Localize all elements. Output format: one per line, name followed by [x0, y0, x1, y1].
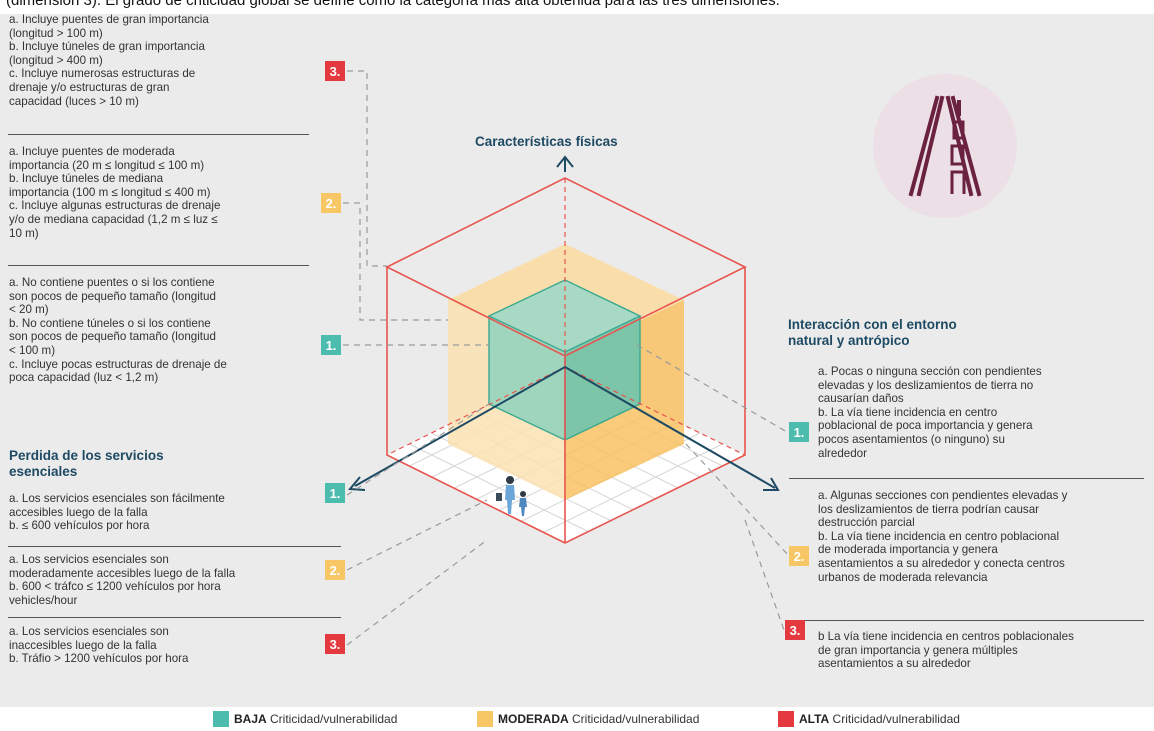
fisicas-level3-text: a. Incluye puentes de gran importancia (…	[9, 13, 209, 108]
top-caption: (dimensión 3). El grado de criticidad gl…	[6, 0, 780, 9]
legend-swatch-moderada	[477, 711, 493, 727]
legend-alta-rest: Criticidad/vulnerabilidad	[829, 712, 960, 726]
legend-swatch-baja	[213, 711, 229, 727]
fisicas-level2-text: a. Incluye puentes de moderada importanc…	[9, 145, 221, 240]
divider	[8, 617, 341, 618]
legend-baja-strong: BAJA	[234, 712, 267, 726]
top-caption-strip: (dimensión 3). El grado de criticidad gl…	[0, 0, 1154, 14]
badge-level-2: 2.	[325, 560, 345, 580]
servicios-level1-text: a. Los servicios esenciales son fácilmen…	[9, 492, 225, 533]
divider	[789, 620, 1144, 621]
servicios-level2-text: a. Los servicios esenciales son moderada…	[9, 553, 236, 607]
servicios-level3-text: a. Los servicios esenciales son inaccesi…	[9, 625, 189, 666]
pedestrians-icon	[496, 476, 527, 516]
fisicas-level1-text: a. No contiene puentes o si los contiene…	[9, 276, 227, 385]
legend-moderada-rest: Criticidad/vulnerabilidad	[568, 712, 700, 726]
badge-level-2: 2.	[789, 546, 809, 566]
divider	[8, 265, 309, 266]
road-icon-circle	[873, 74, 1017, 218]
legend-baja: BAJA Criticidad/vulnerabilidad	[234, 712, 397, 726]
entorno-level1-text: a. Pocas o ninguna sección con pendiente…	[818, 365, 1042, 460]
legend-alta: ALTA Criticidad/vulnerabilidad	[799, 712, 960, 726]
badge-level-3: 3.	[325, 61, 345, 81]
hidden-edges	[386, 178, 746, 456]
axes	[347, 155, 780, 491]
badge-level-1: 1.	[321, 335, 341, 355]
servicios-title: Perdida de los servicios esenciales	[9, 448, 164, 479]
legend-alta-strong: ALTA	[799, 712, 830, 726]
leader-lines	[343, 70, 790, 646]
legend-moderada-strong: MODERADA	[498, 712, 569, 726]
fisicas-title: Características físicas	[475, 134, 618, 149]
legend-baja-rest: Criticidad/vulnerabilidad	[266, 712, 398, 726]
badge-level-1: 1.	[325, 483, 345, 503]
legend-moderada: MODERADA Criticidad/vulnerabilidad	[498, 712, 699, 726]
badge-level-1: 1.	[789, 422, 809, 442]
badge-level-3: 3.	[785, 620, 805, 640]
road-icon	[908, 95, 982, 197]
legend-swatch-alta	[778, 711, 794, 727]
badge-level-3: 3.	[325, 634, 345, 654]
high-cube-outline	[385, 177, 747, 544]
entorno-title: Interacción con el entorno natural y ant…	[788, 317, 957, 348]
divider	[8, 546, 341, 547]
entorno-level2-text: a. Algunas secciones con pendientes elev…	[818, 489, 1068, 584]
divider	[789, 478, 1144, 479]
badge-level-2: 2.	[321, 193, 341, 213]
divider	[8, 134, 309, 135]
entorno-level3-text: b La vía tiene incidencia en centros pob…	[818, 630, 1074, 671]
